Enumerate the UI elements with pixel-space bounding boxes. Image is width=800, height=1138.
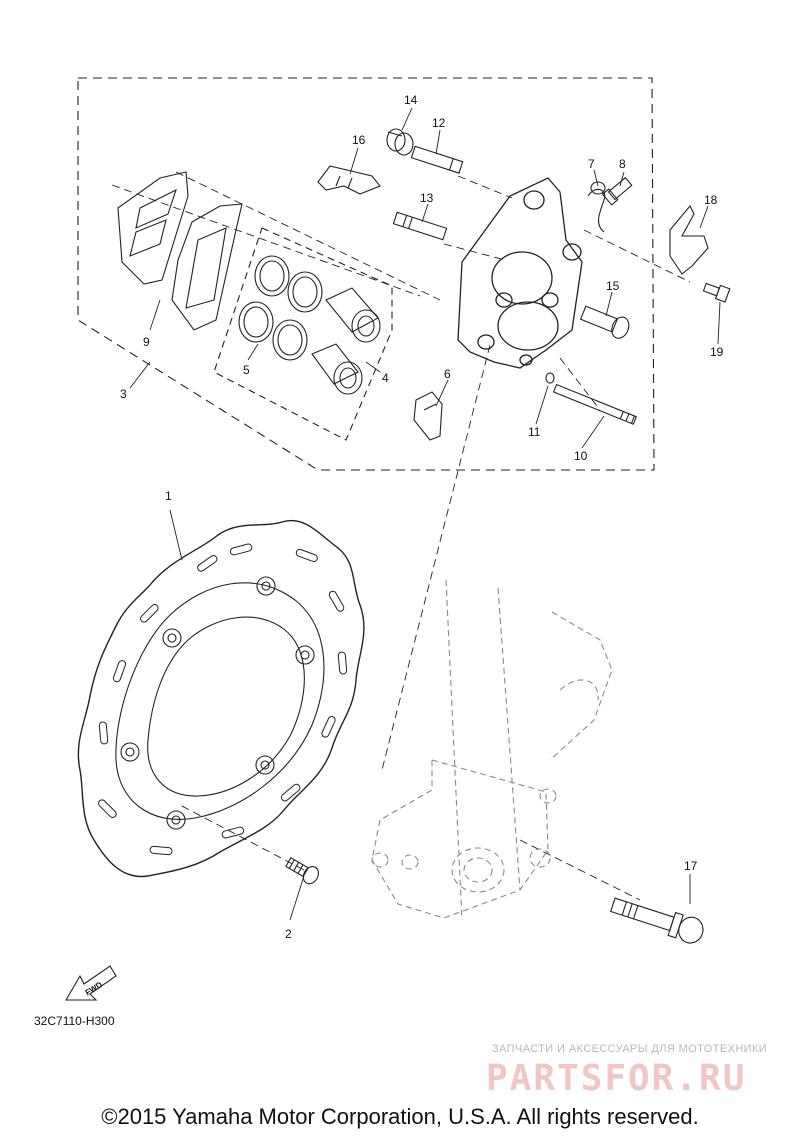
pad-support (413, 391, 443, 441)
callout-8: 8 (619, 157, 626, 171)
watermark-logo: PARTSFOR.RU (486, 1058, 747, 1099)
callout-17: 17 (684, 859, 698, 873)
callout-11: 11 (528, 425, 541, 439)
callout-16: 16 (352, 133, 366, 147)
callout-9: 9 (143, 335, 150, 349)
caliper-assembly-boundary (77, 77, 655, 471)
disc-rivet (295, 645, 315, 665)
caliper-body (457, 177, 583, 369)
bracket-bolt (702, 282, 731, 303)
callout-18: 18 (704, 193, 718, 207)
forward-direction-arrow: FWD (65, 965, 117, 1001)
piston-seal-set (238, 255, 323, 361)
disc-rivet (256, 576, 276, 596)
callout-6: 6 (444, 367, 451, 381)
bleed-screw-clip (587, 181, 606, 233)
diagram-code: 32C7110-H300 (34, 1014, 115, 1028)
pin-plug (386, 128, 414, 156)
disc-rivet (162, 628, 182, 648)
callout-12: 12 (432, 116, 446, 130)
retaining-pin (410, 145, 464, 174)
caliper-bolt-short (579, 305, 630, 339)
piston-set (311, 287, 381, 395)
bleed-screw (601, 176, 633, 206)
callout-2: 2 (285, 927, 292, 941)
disc-rivet (166, 810, 186, 830)
brake-pad-outer (117, 171, 189, 285)
brake-pad-inner (171, 203, 243, 331)
brake-disc (77, 519, 365, 878)
pad-spring (317, 165, 381, 195)
callout-5: 5 (243, 363, 250, 377)
callout-13: 13 (420, 191, 434, 205)
callout-4: 4 (382, 371, 389, 385)
callout-1: 1 (165, 489, 172, 503)
hose-holder-bracket (669, 205, 709, 275)
copyright-notice: ©2015 Yamaha Motor Corporation, U.S.A. A… (101, 1104, 699, 1129)
disc-rivet (255, 755, 275, 775)
piston-kit-boundary (213, 227, 393, 441)
callout-19: 19 (710, 345, 724, 359)
callout-7: 7 (588, 157, 595, 171)
callout-10: 10 (574, 449, 588, 463)
callout-3: 3 (120, 387, 127, 401)
callout-14: 14 (404, 93, 418, 107)
front-fork-leg (371, 579, 613, 921)
caliper-long-pin (552, 383, 638, 425)
callout-15: 15 (606, 279, 620, 293)
washer (545, 372, 555, 384)
disc-rivet (120, 742, 140, 762)
watermark-tagline: ЗАПЧАСТИ И АКСЕССУАРЫ ДЛЯ МОТОТЕХНИКИ (492, 1043, 768, 1055)
disc-bolt (285, 857, 319, 885)
caliper-mount-bolt (610, 897, 704, 944)
pad-pin (392, 211, 448, 241)
